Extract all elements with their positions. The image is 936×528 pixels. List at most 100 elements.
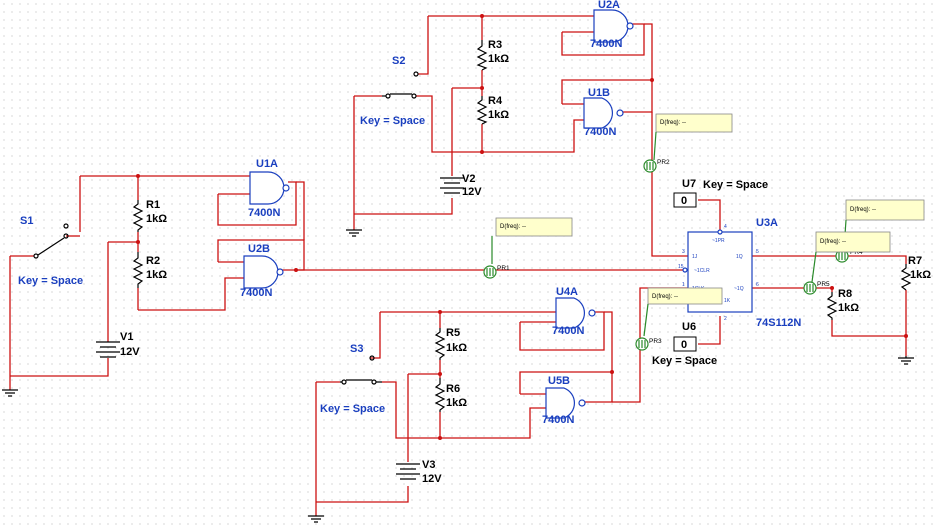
u2a-ref: U2A <box>598 0 620 11</box>
u3a-model: 74S112N <box>756 317 801 329</box>
u4a-model: 7400N <box>552 325 584 337</box>
battery-v3[interactable]: V3 12V <box>396 459 442 485</box>
battery-v1[interactable]: V1 12V <box>96 331 140 358</box>
u6-key: Key = Space <box>652 355 717 367</box>
pr3-reading: D(freq): -- <box>652 294 678 300</box>
pin-number: 2 <box>724 316 727 322</box>
u3a-ref: U3A <box>756 217 778 229</box>
s2-ref: S2 <box>392 55 405 67</box>
u7-key: Key = Space <box>703 179 768 191</box>
nand-gate-u2b[interactable]: U2B 7400N <box>240 243 284 299</box>
ground-symbol <box>308 515 324 523</box>
u7-ref: U7 <box>682 178 696 190</box>
probe-pr2[interactable]: D(freq): -- PR2 <box>643 113 733 173</box>
s1-ref: S1 <box>20 215 33 227</box>
pin-number: 5 <box>756 249 759 255</box>
pin-k: 1K <box>724 298 731 304</box>
r1-value: 1kΩ <box>146 213 167 225</box>
r6-value: 1kΩ <box>446 397 467 409</box>
pr2-ref: PR2 <box>657 159 670 166</box>
nand-gate-u1b[interactable]: U1B 7400N <box>583 87 624 138</box>
r2-value: 1kΩ <box>146 269 167 281</box>
pin-number: 1 <box>682 282 685 288</box>
pin-pr: ~1PR <box>712 238 725 244</box>
s3-ref: S3 <box>350 343 363 355</box>
resistor-r2[interactable]: R2 1kΩ <box>132 252 167 288</box>
v3-ref: V3 <box>422 459 435 471</box>
u7-value: 0 <box>681 195 687 207</box>
resistor-r8[interactable]: R8 1kΩ <box>826 288 859 320</box>
r8-value: 1kΩ <box>838 302 859 314</box>
pin-qbar: ~1Q <box>734 286 744 292</box>
u6-value: 0 <box>681 339 687 351</box>
resistor-r7[interactable]: R7 1kΩ <box>900 255 931 291</box>
nand-gate-u1a[interactable]: U1A 7400N <box>248 158 290 219</box>
s2-key: Key = Space <box>360 115 425 127</box>
pin-j: 1J <box>692 254 698 260</box>
resistor-r5[interactable]: R5 1kΩ <box>434 327 467 360</box>
pin-number: 4 <box>724 224 727 230</box>
pr1-reading: D(freq): -- <box>500 224 526 230</box>
switch-s2[interactable]: S2 Key = Space <box>360 55 425 127</box>
pr4-reading: D(freq): -- <box>850 207 876 213</box>
nand-gate-u5b[interactable]: U5B 7400N <box>542 375 586 426</box>
ground-symbol <box>2 389 18 397</box>
nand-gate-u2a[interactable]: U2A 7400N <box>590 0 634 50</box>
junction-dots <box>136 14 908 440</box>
pin-q: 1Q <box>736 254 743 260</box>
u5b-ref: U5B <box>548 375 570 387</box>
v1-ref: V1 <box>120 331 133 343</box>
pin-number: 3 <box>682 249 685 255</box>
v2-ref: V2 <box>462 173 475 185</box>
r8-ref: R8 <box>838 288 852 300</box>
resistor-r3[interactable]: R3 1kΩ <box>476 39 509 71</box>
pr1-ref: PR1 <box>497 265 510 272</box>
r3-value: 1kΩ <box>488 53 509 65</box>
switch-s3[interactable]: S3 Key = Space <box>320 343 385 415</box>
u2b-ref: U2B <box>248 243 270 255</box>
r4-ref: R4 <box>488 95 503 107</box>
probe-pr3[interactable]: D(freq): -- PR3 <box>635 287 723 351</box>
u1a-ref: U1A <box>256 158 278 170</box>
ground-symbol <box>346 229 362 237</box>
pin-number: 15 <box>678 264 684 270</box>
probe-pr4[interactable]: D(freq): -- PR4 <box>835 199 925 263</box>
interactive-digit-u7[interactable]: 0 U7 Key = Space <box>673 178 768 208</box>
r7-ref: R7 <box>908 255 922 267</box>
s3-key: Key = Space <box>320 403 385 415</box>
resistor-r6[interactable]: R6 1kΩ <box>434 378 467 412</box>
v2-value: 12V <box>462 186 482 198</box>
nand-gate-u4a[interactable]: U4A 7400N <box>552 286 596 337</box>
u1b-model: 7400N <box>584 126 616 138</box>
resistor-r4[interactable]: R4 1kΩ <box>476 95 509 125</box>
r4-value: 1kΩ <box>488 109 509 121</box>
v3-value: 12V <box>422 473 442 485</box>
wires <box>9 15 907 516</box>
ground-symbol <box>898 356 914 365</box>
r1-ref: R1 <box>146 199 160 211</box>
u6-ref: U6 <box>682 321 696 333</box>
r5-ref: R5 <box>446 327 460 339</box>
r7-value: 1kΩ <box>910 269 931 281</box>
pr5-ref: PR5 <box>817 281 830 288</box>
resistor-r1[interactable]: R1 1kΩ <box>132 199 167 232</box>
u2a-model: 7400N <box>590 38 622 50</box>
probe-pr5[interactable]: D(freq): -- PR5 <box>803 231 891 295</box>
pr5-reading: D(freq): -- <box>820 239 846 245</box>
switch-s1[interactable]: S1 Key = Space <box>18 215 83 287</box>
pin-clr: ~1CLR <box>694 268 710 274</box>
u1a-model: 7400N <box>248 207 280 219</box>
r6-ref: R6 <box>446 383 460 395</box>
pr3-ref: PR3 <box>649 338 662 345</box>
pr2-reading: D(freq): -- <box>660 120 686 126</box>
u2b-model: 7400N <box>240 287 272 299</box>
r3-ref: R3 <box>488 39 502 51</box>
s1-key: Key = Space <box>18 275 83 287</box>
interactive-digit-u6[interactable]: 0 U6 Key = Space <box>652 321 717 367</box>
v1-value: 12V <box>120 346 140 358</box>
probe-pr1[interactable]: D(freq): -- PR1 <box>483 217 573 279</box>
pr4-ref: PR4 <box>850 249 863 256</box>
battery-v2[interactable]: V2 12V <box>440 173 482 198</box>
u5b-model: 7400N <box>542 414 574 426</box>
